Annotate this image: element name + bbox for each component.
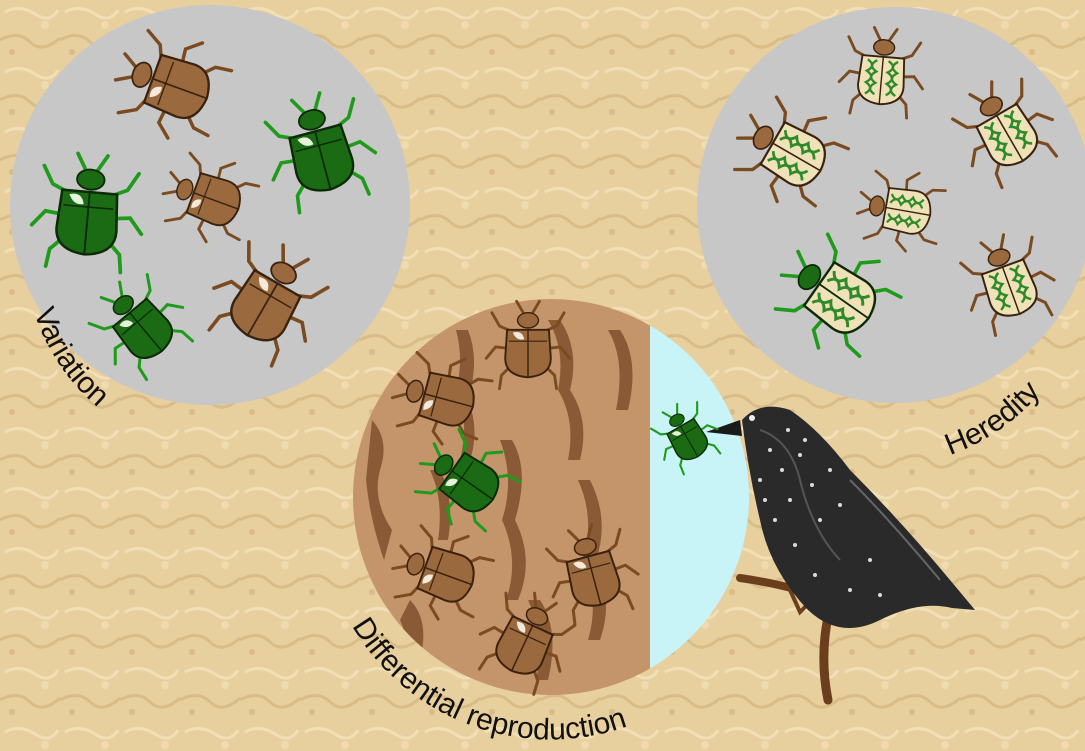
heredity-panel — [697, 7, 1085, 403]
